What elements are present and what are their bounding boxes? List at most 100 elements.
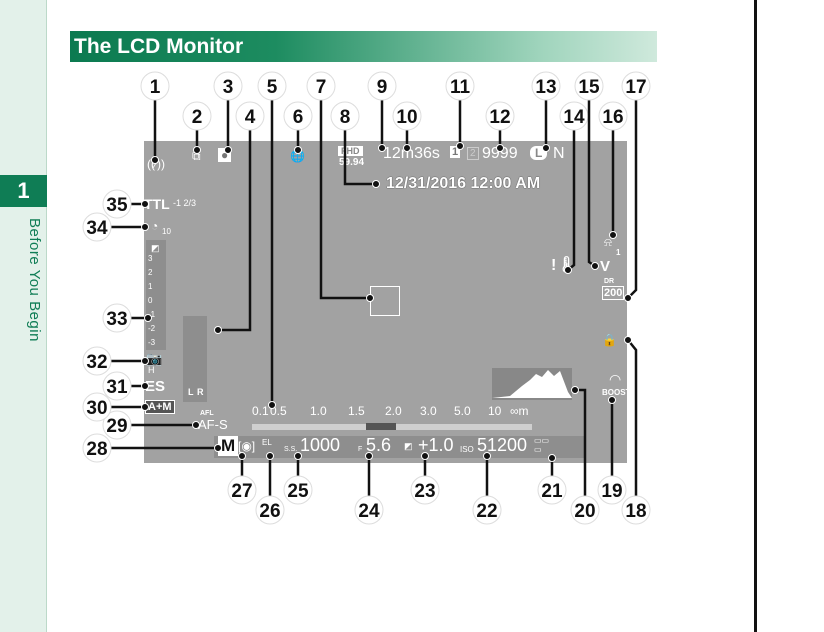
callout-number: 31 [106, 377, 128, 398]
ae-af-lock-icon: EL [262, 438, 272, 447]
image-quality: N [553, 145, 565, 162]
callout-endpoint [378, 144, 386, 152]
callout-circle [621, 495, 651, 525]
exposure-scale-tick: 1 [148, 282, 153, 291]
callout-number: 12 [489, 107, 510, 128]
callout-circle [367, 71, 397, 101]
callout-circle [140, 71, 170, 101]
callout-endpoint [365, 452, 373, 460]
callout-circle [213, 71, 243, 101]
bottom-info-bar [214, 436, 586, 458]
callout-leader-line [627, 86, 638, 299]
callout-endpoint [141, 403, 149, 411]
callout-endpoint [591, 262, 599, 270]
callout-endpoint [372, 180, 380, 188]
callout-circle [82, 433, 112, 463]
chapter-sidebar [0, 0, 47, 632]
callout-leader-line [627, 339, 638, 510]
callout-endpoint [141, 223, 149, 231]
self-timer-value: 10 [162, 227, 171, 236]
callout-endpoint [366, 294, 374, 302]
callout-endpoint [496, 144, 504, 152]
audio-channel-left: L [188, 387, 194, 397]
distance-scale-label: 0.1 [252, 404, 269, 418]
aperture-label: F [358, 446, 363, 453]
card-slot-2: 2 [467, 147, 479, 160]
focus-check-icon: ⧉ [192, 149, 201, 163]
distance-scale-label: 1.5 [348, 404, 365, 418]
callout-number: 27 [231, 481, 252, 502]
callout-number: 24 [358, 501, 380, 522]
chapter-title[interactable]: Before You Begin [26, 218, 43, 342]
callout-number: 14 [563, 107, 585, 128]
shutter-speed: 1000 [300, 435, 341, 455]
drive-mode-icon: 📷 [146, 351, 163, 366]
film-simulation: V [600, 258, 611, 275]
callout-endpoint [141, 382, 149, 390]
callout-circle [472, 495, 502, 525]
exposure-scale-tick: 3 [148, 254, 153, 263]
callout-number: 35 [106, 195, 128, 216]
callout-circle [621, 71, 651, 101]
drive-mode: H [148, 365, 155, 375]
callout-number: 20 [574, 501, 595, 522]
callout-circle [445, 71, 475, 101]
callout-number: 19 [601, 481, 622, 502]
callout-circle [102, 371, 132, 401]
exposure-compensation: +1.0 [418, 435, 454, 455]
callout-number: 2 [192, 107, 203, 128]
callout-circle [235, 101, 265, 131]
iso-sensitivity: 51200 [477, 435, 528, 455]
callout-circle [531, 71, 561, 101]
white-balance-icon: ⍾ [604, 235, 612, 249]
callout-number: 18 [625, 501, 646, 522]
callout-circle [283, 101, 313, 131]
exposure-comp-icon: ◩ [404, 441, 413, 451]
callout-number: 33 [106, 309, 127, 330]
location-data-icon: 🌐 [290, 149, 305, 163]
callout-number: 22 [476, 501, 497, 522]
chapter-number-tab[interactable]: 1 [0, 175, 47, 207]
callout-endpoint [141, 200, 149, 208]
callout-circle [227, 475, 257, 505]
exposure-comp-icon: ◩ [151, 243, 160, 253]
card-slot-1: 1 [450, 146, 461, 158]
callout-endpoint [294, 452, 302, 460]
callout-endpoint [548, 454, 556, 462]
page-border [754, 0, 757, 632]
callout-number: 13 [535, 77, 556, 98]
flash-compensation: -1 2/3 [173, 198, 197, 208]
callout-endpoint [192, 421, 200, 429]
recording-time: 12m36s [383, 145, 440, 162]
exposure-scale-tick: -3 [148, 338, 156, 347]
callout-circle [306, 71, 336, 101]
dynamic-range-label: DR [604, 278, 615, 285]
flash-mode: TTL [144, 196, 170, 212]
callout-endpoint [564, 266, 572, 274]
callout-endpoint [141, 357, 149, 365]
exposure-scale-tick: 0 [148, 296, 153, 305]
histogram [492, 368, 572, 400]
callout-number: 3 [223, 77, 234, 98]
callout-leader-line [587, 86, 596, 268]
distance-indicator-mark [366, 423, 396, 430]
callout-circle [255, 495, 285, 525]
callout-endpoint [571, 386, 579, 394]
callout-endpoint [151, 156, 159, 164]
callout-endpoint [403, 144, 411, 152]
movie-mode: FHD [338, 146, 363, 156]
callout-endpoint [421, 452, 429, 460]
frame-rate: 59.94 [339, 157, 365, 168]
shooting-mode: M [218, 436, 239, 456]
callout-circle [410, 475, 440, 505]
callout-endpoint [609, 231, 617, 239]
exposure-indicator [146, 240, 166, 350]
page-title: The LCD Monitor [70, 31, 657, 62]
date-time: 12/31/2016 12:00 AM [386, 175, 541, 192]
write-protect-lock-icon: 🔒 [602, 333, 617, 347]
callout-circle [182, 101, 212, 131]
distance-scale-label: 10 [488, 404, 502, 418]
callout-number: 23 [414, 481, 435, 502]
callout-endpoint [268, 401, 276, 409]
